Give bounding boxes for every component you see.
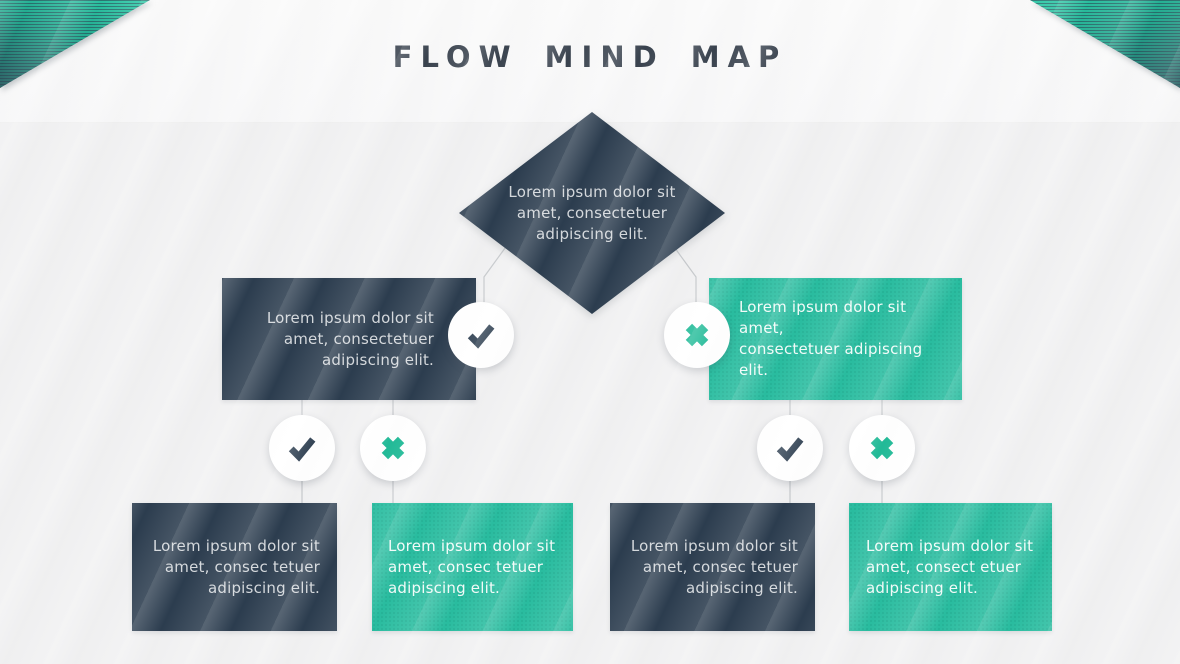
bottom-node-3: Lorem ipsum dolor sit amet, consec tetue… — [610, 503, 815, 631]
title-band — [0, 0, 1180, 123]
bottom-node-1: Lorem ipsum dolor sit amet, consec tetue… — [132, 503, 337, 631]
root-node-diamond: Lorem ipsum dolor sit amet, consectetuer… — [459, 112, 725, 314]
cross-badge-bottom-4 — [849, 415, 915, 481]
check-badge-bottom-1 — [269, 415, 335, 481]
bottom-node-2-text: Lorem ipsum dolor sit amet, consec tetue… — [388, 536, 556, 597]
root-node-text: Lorem ipsum dolor sit amet, consectetuer… — [508, 182, 676, 243]
cross-icon — [381, 436, 405, 460]
corner-decoration-right — [1030, 0, 1180, 88]
middle-node-right-text: Lorem ipsum dolor sit amet, consectetuer… — [739, 298, 923, 379]
check-icon — [776, 437, 804, 462]
bottom-node-4-text: Lorem ipsum dolor sit amet, consect etue… — [866, 536, 1034, 597]
bottom-node-4: Lorem ipsum dolor sit amet, consect etue… — [849, 503, 1052, 631]
bottom-node-2: Lorem ipsum dolor sit amet, consec tetue… — [372, 503, 573, 631]
page-title: FLOW MIND MAP — [392, 40, 788, 74]
check-badge-bottom-3 — [757, 415, 823, 481]
middle-node-right: Lorem ipsum dolor sit amet, consectetuer… — [709, 278, 962, 400]
corner-decoration-left — [0, 0, 150, 88]
cross-icon — [685, 323, 709, 347]
root-node: Lorem ipsum dolor sit amet, consectetuer… — [459, 112, 725, 314]
check-badge-middle-left — [448, 302, 514, 368]
bottom-node-1-text: Lorem ipsum dolor sit amet, consec tetue… — [152, 536, 320, 597]
cross-badge-middle-right — [664, 302, 730, 368]
middle-node-left: Lorem ipsum dolor sit amet, consectetuer… — [222, 278, 476, 400]
cross-icon — [870, 436, 894, 460]
check-icon — [467, 324, 495, 349]
check-icon — [288, 437, 316, 462]
bottom-node-3-text: Lorem ipsum dolor sit amet, consec tetue… — [630, 536, 798, 597]
cross-badge-bottom-2 — [360, 415, 426, 481]
middle-node-left-text: Lorem ipsum dolor sit amet, consectetuer… — [266, 308, 434, 369]
